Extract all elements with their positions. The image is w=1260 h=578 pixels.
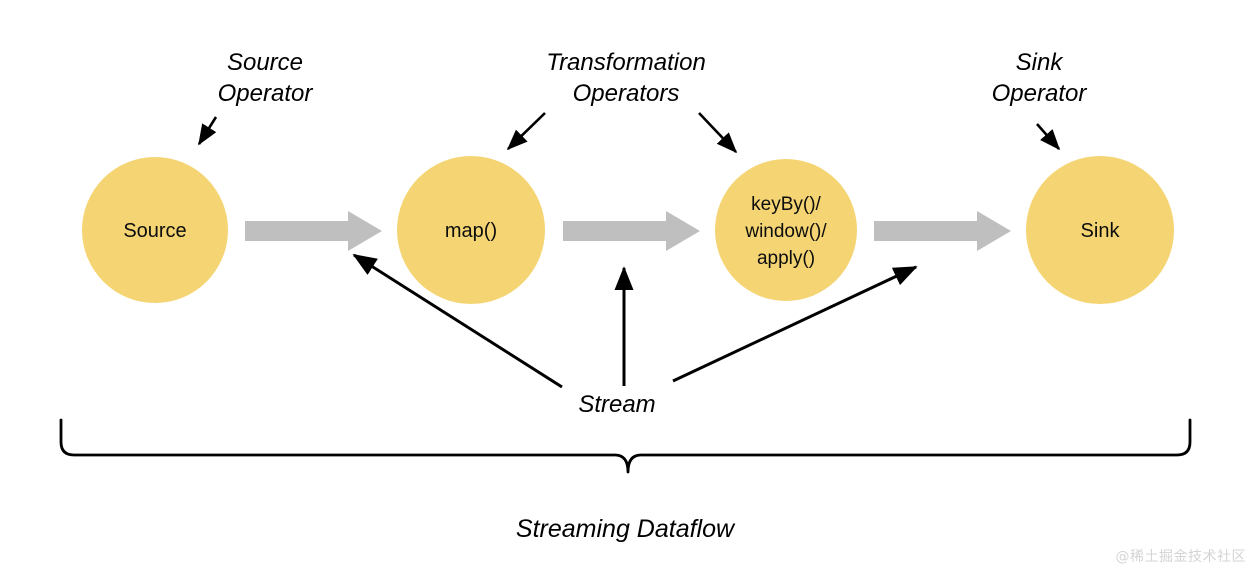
stream-label: Stream	[578, 391, 655, 418]
node-source[interactable]: Source	[82, 157, 228, 303]
flow-arrow-keyby-to-sink	[874, 211, 1011, 251]
stream-pointer-icon	[672, 265, 918, 383]
annotation-stream: Stream	[352, 253, 918, 418]
node-map-label: map()	[445, 220, 497, 242]
node-map[interactable]: map()	[397, 156, 545, 304]
node-keyby-window-apply[interactable]: keyBy()/window()/apply()	[715, 159, 857, 301]
annotation-pointer-icon	[197, 116, 218, 146]
node-keyby-window-apply-label: keyBy()/window()/apply()	[744, 194, 827, 269]
node-source-label: Source	[123, 220, 186, 242]
node-sink-label: Sink	[1081, 220, 1121, 242]
streaming-dataflow-brace	[59, 418, 1192, 474]
annotation-pointer-icon	[698, 112, 738, 154]
node-sink[interactable]: Sink	[1026, 156, 1174, 304]
watermark: @稀土掘金技术社区	[1115, 549, 1246, 565]
annotation-pointer-icon	[1036, 123, 1061, 151]
flow-arrow-source-to-map	[245, 211, 382, 251]
annotation-pointer-icon	[506, 112, 546, 151]
streaming-dataflow-caption: Streaming Dataflow	[516, 515, 736, 543]
flow-arrow-map-to-keyby	[563, 211, 700, 251]
flow-arrow-group	[245, 211, 1011, 251]
stream-pointer-icon	[352, 253, 563, 389]
